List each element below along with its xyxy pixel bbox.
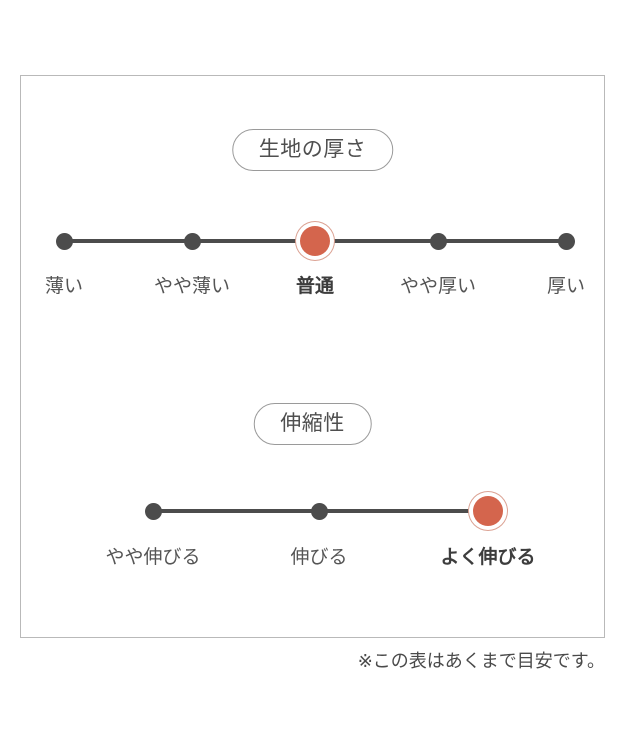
scale-dot-0-3[interactable] — [429, 232, 447, 250]
scale-label-0-3: やや厚い — [399, 275, 477, 297]
scale-0 — [21, 221, 604, 261]
scale-label-0-0: 薄い — [44, 275, 84, 297]
scale-label-0-4: 厚い — [546, 275, 586, 297]
section-heading-0: 生地の厚さ — [231, 129, 394, 172]
scale-1 — [21, 491, 604, 531]
scale-dot-0-4[interactable] — [557, 232, 575, 250]
scale-dot-selected-0-2[interactable] — [300, 226, 330, 256]
section-heading-1: 伸縮性 — [253, 403, 372, 446]
scale-label-0-2: 普通 — [295, 275, 335, 297]
scale-dot-0-1[interactable] — [183, 232, 201, 250]
scale-dot-selected-1-2[interactable] — [473, 496, 503, 526]
scale-label-1-1: 伸びる — [290, 546, 348, 568]
scale-dot-1-1[interactable] — [310, 502, 328, 520]
scale-label-0-1: やや薄い — [153, 275, 231, 297]
scale-label-1-2: よく伸びる — [440, 546, 536, 568]
fabric-spec-panel: 生地の厚さ薄い やや薄い 普通 やや厚い 厚い伸縮性やや伸びる 伸びる よく伸びる — [20, 75, 605, 638]
scale-label-1-0: やや伸びる — [105, 546, 201, 568]
footnote-disclaimer: ※この表はあくまで目安です。 — [357, 651, 605, 672]
scale-dot-0-0[interactable] — [55, 232, 73, 250]
scale-dot-1-0[interactable] — [144, 502, 162, 520]
